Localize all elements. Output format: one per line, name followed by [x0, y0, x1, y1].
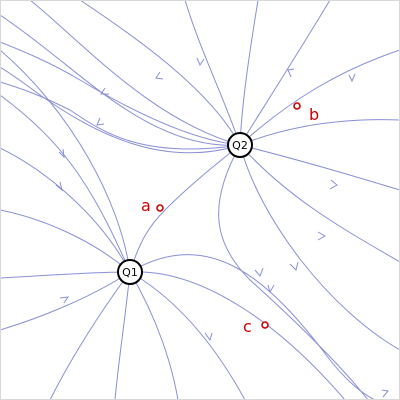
arrowhead — [348, 73, 356, 83]
charge-q1: Q1 — [117, 259, 143, 285]
field-line — [0, 81, 241, 150]
arrowhead — [100, 87, 109, 95]
field-line — [0, 49, 131, 273]
charge-q2-circle — [227, 132, 253, 158]
field-line — [239, 49, 400, 146]
point-c: c — [243, 317, 269, 336]
field-line — [0, 209, 131, 273]
field-line — [129, 144, 241, 273]
field-line — [49, 271, 131, 400]
charge-q1-circle — [117, 259, 143, 285]
point-b-marker — [293, 102, 301, 110]
field-line — [129, 271, 179, 400]
charge-q1-label: Q1 — [122, 266, 138, 279]
point-c-marker — [261, 321, 269, 329]
field-line — [239, 119, 400, 146]
field-line — [0, 66, 241, 154]
arrowhead — [287, 68, 295, 78]
field-line — [239, 0, 259, 146]
field-line — [29, 0, 241, 146]
field-line — [0, 271, 131, 279]
arrowhead — [381, 389, 389, 398]
field-line — [218, 144, 369, 400]
arrowhead — [317, 231, 327, 241]
charge-q2-label: Q2 — [232, 139, 248, 152]
field-line — [0, 147, 131, 273]
arrowhead — [96, 117, 105, 126]
arrowhead — [155, 71, 164, 80]
field-line — [0, 41, 241, 146]
field-arrows — [55, 57, 389, 398]
point-b: b — [293, 102, 319, 124]
arrowhead — [267, 284, 275, 294]
charge-q2: Q2 — [227, 132, 253, 158]
arrowhead — [59, 296, 70, 304]
arrowhead — [254, 267, 264, 277]
field-line — [239, 144, 400, 351]
point-c-label: c — [243, 317, 252, 336]
arrowhead — [289, 261, 299, 271]
field-line — [129, 254, 376, 400]
field-line — [239, 144, 400, 191]
point-a-label: a — [141, 196, 151, 215]
field-line — [79, 0, 241, 146]
arrowhead — [55, 181, 63, 192]
arrowhead — [58, 148, 65, 159]
field-line — [0, 94, 131, 273]
field-line — [114, 271, 131, 400]
arrowhead — [329, 179, 338, 190]
point-a-marker — [156, 204, 164, 212]
field-line — [0, 271, 131, 331]
field-line — [129, 271, 246, 400]
field-line — [0, 14, 241, 146]
field-line — [129, 271, 346, 400]
point-b-label: b — [309, 105, 319, 124]
arrowhead — [204, 332, 213, 342]
field-line — [184, 0, 241, 146]
field-line — [239, 144, 400, 263]
field-line — [239, 0, 331, 146]
arrowhead — [196, 57, 205, 67]
point-a: a — [141, 196, 164, 215]
